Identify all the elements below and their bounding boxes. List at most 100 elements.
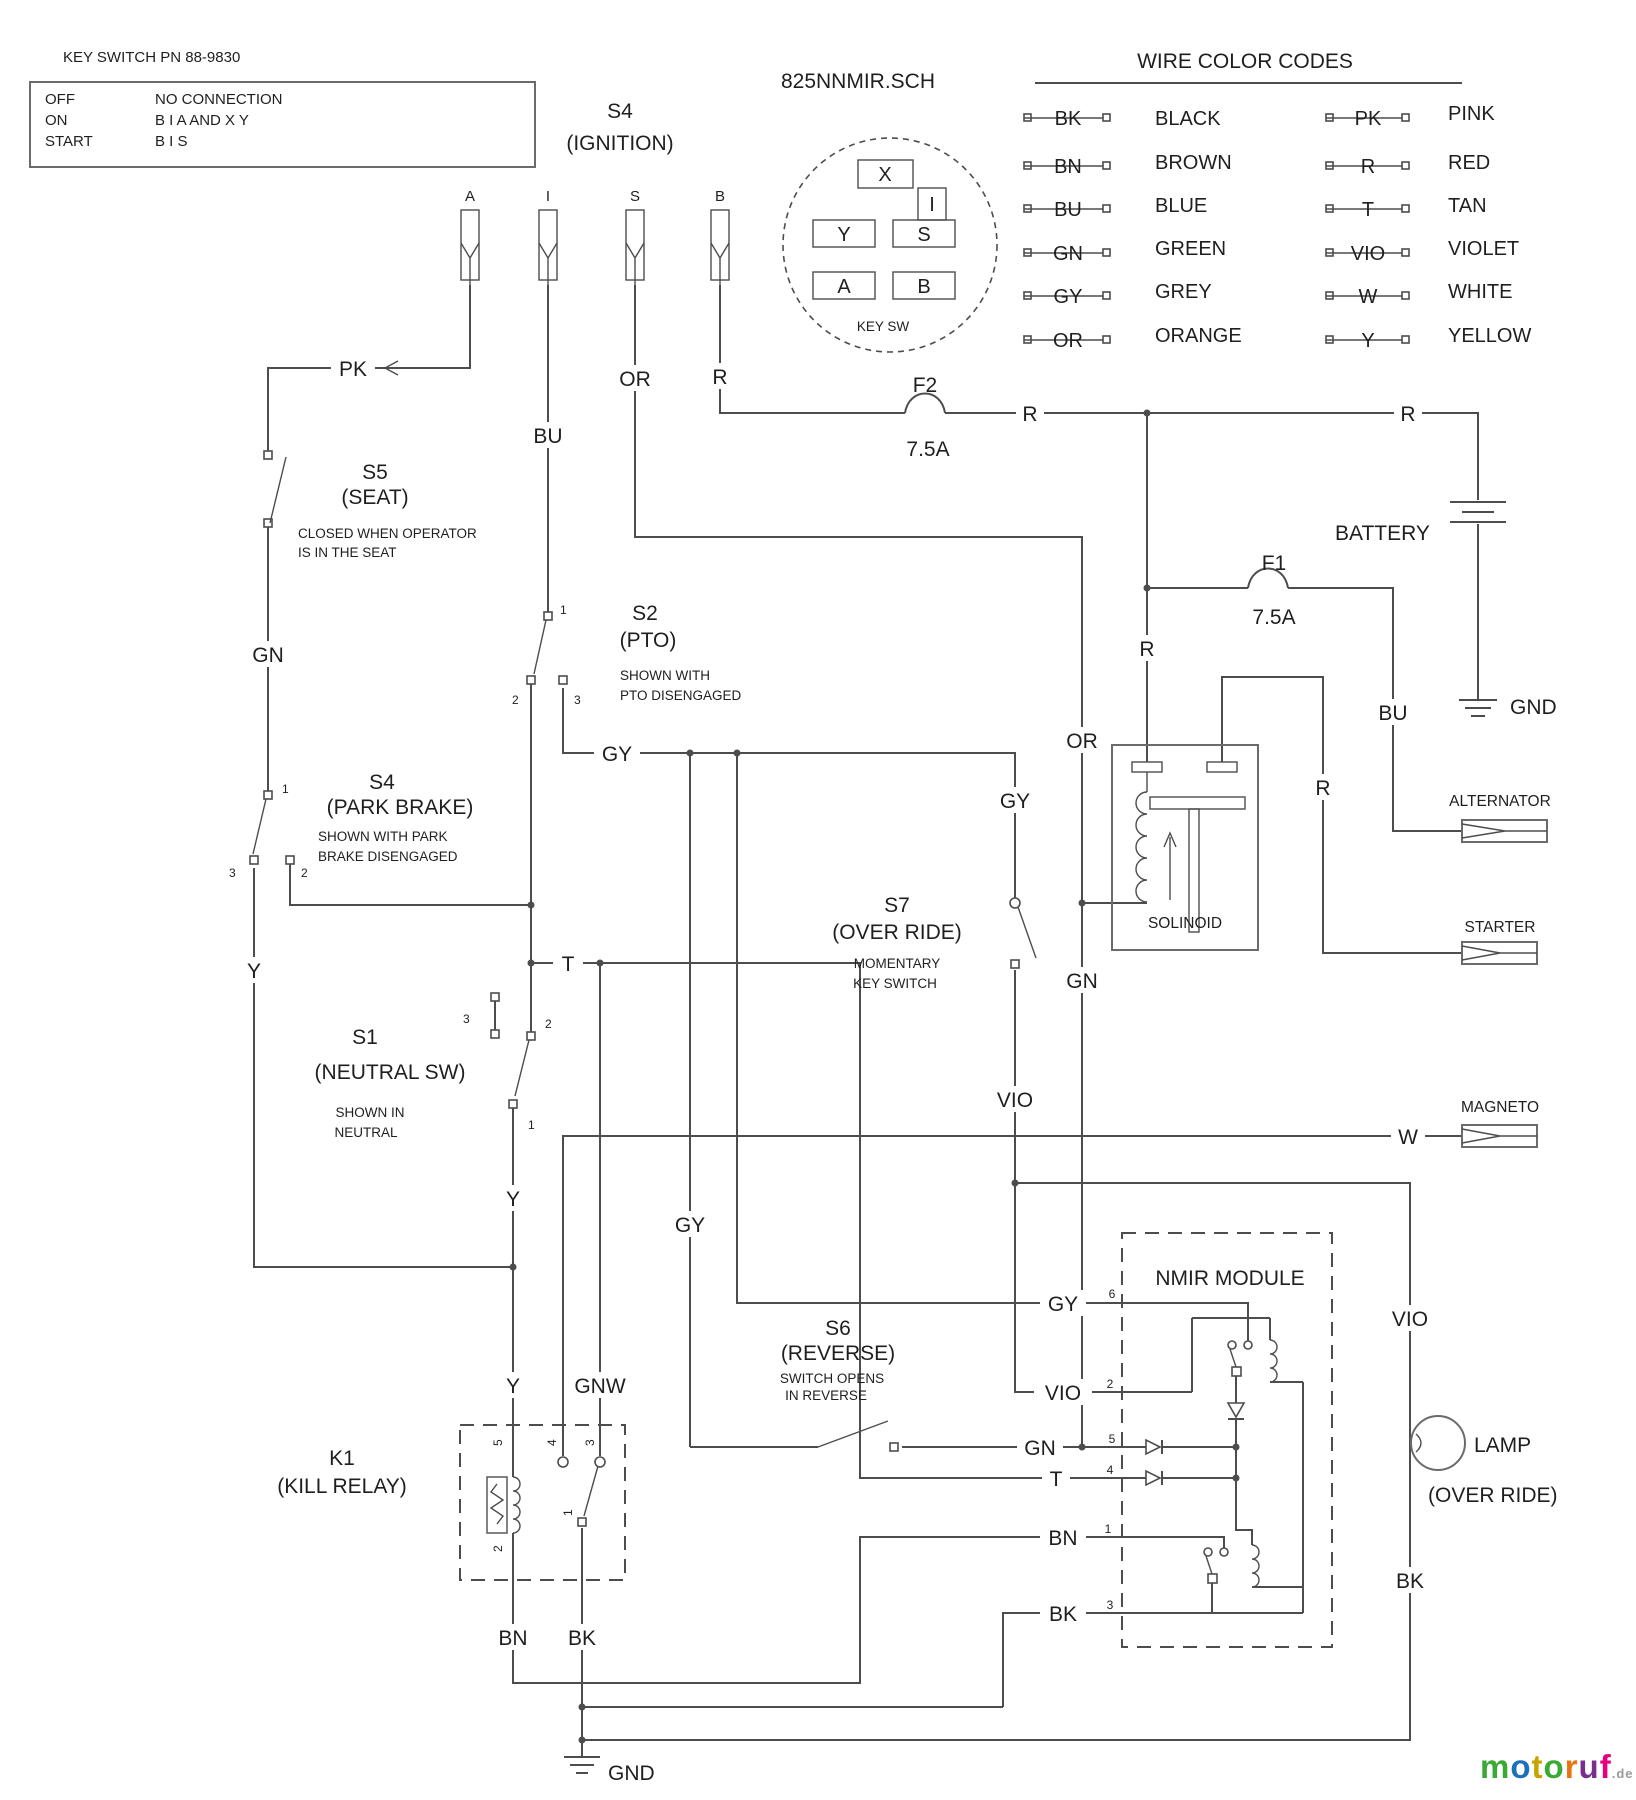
pin-connector-icon xyxy=(460,209,480,285)
wire-code: GY xyxy=(1054,286,1083,308)
solenoid-coil-icon xyxy=(1135,791,1148,903)
wire xyxy=(253,868,513,1268)
k1-id: K1 xyxy=(329,1447,355,1470)
key-sw-y: Y xyxy=(837,224,850,246)
s1-pin1: 1 xyxy=(528,1118,535,1132)
wire-label-r: R xyxy=(1315,777,1330,800)
key-sw-a: A xyxy=(837,276,851,298)
legend-terminals xyxy=(1023,113,1410,344)
relay-coil-icon xyxy=(512,1476,521,1534)
s5-note1: CLOSED WHEN OPERATOR xyxy=(298,526,477,541)
nmir-module xyxy=(1121,1232,1333,1648)
s2-note1: SHOWN WITH xyxy=(620,668,710,683)
wire-label-bu: BU xyxy=(1378,702,1407,725)
alternator-connector-icon xyxy=(1461,819,1548,843)
key-switch-table-box xyxy=(29,81,536,168)
s7-note2: KEY SWITCH xyxy=(853,976,937,991)
wire-label-vio: VIO xyxy=(1045,1382,1081,1405)
ground-icon xyxy=(564,1756,600,1774)
solenoid-label: SOLINOID xyxy=(1148,915,1222,932)
wire xyxy=(289,864,531,906)
wire xyxy=(736,753,1249,1341)
wire-label-bk: BK xyxy=(1396,1570,1424,1593)
starter-label: STARTER xyxy=(1465,919,1536,936)
wire-label-bn: BN xyxy=(498,1627,527,1650)
s4b-note2: BRAKE DISENGAGED xyxy=(318,849,458,864)
pin-connector-icon xyxy=(625,209,645,285)
legend-structure xyxy=(1023,82,1462,344)
table-conn: B I S xyxy=(155,133,188,150)
key-sw-i: I xyxy=(929,194,935,216)
key-sw-x: X xyxy=(878,164,891,186)
wire-label-gn: GN xyxy=(252,644,284,667)
table-mode: OFF xyxy=(45,91,75,108)
s4b-id: S4 xyxy=(369,771,395,794)
wire-code: PK xyxy=(1355,108,1382,130)
wire xyxy=(562,688,1016,898)
legend-title: WIRE COLOR CODES xyxy=(1137,50,1353,73)
s1-name: (NEUTRAL SW) xyxy=(315,1061,466,1084)
gnd-bottom-label: GND xyxy=(608,1762,655,1785)
wire-label-t: T xyxy=(562,953,575,976)
s5-seat-switch xyxy=(263,450,287,528)
s7-id: S7 xyxy=(884,894,910,917)
table-mode: ON xyxy=(45,112,68,129)
wire-name: RED xyxy=(1448,152,1490,174)
wire-label-t: T xyxy=(1050,1468,1063,1491)
s4b-pin1: 1 xyxy=(282,782,289,796)
wire-code: BN xyxy=(1054,156,1082,178)
wire-label-gn: GN xyxy=(1024,1437,1056,1460)
s7-note1: MOMENTARY xyxy=(854,956,941,971)
wire-label-vio: VIO xyxy=(997,1089,1033,1112)
s6-reverse-switch xyxy=(817,1420,899,1452)
s6-name: (REVERSE) xyxy=(781,1342,895,1365)
s7-override-switch xyxy=(1009,897,1037,969)
wire-label-gnw: GNW xyxy=(574,1375,626,1398)
key-sw-caption: KEY SW xyxy=(857,319,910,334)
wire xyxy=(562,1135,1462,1456)
wire-code: Y xyxy=(1361,330,1374,352)
wire-code: R xyxy=(1361,156,1375,178)
nmir-pin4: 4 xyxy=(1107,1463,1114,1477)
junction-dots xyxy=(509,409,1240,1744)
wire-name: VIOLET xyxy=(1448,238,1519,260)
wire-label-or: OR xyxy=(619,368,651,391)
pin-connector-icon xyxy=(538,209,558,285)
lamp-label: LAMP xyxy=(1474,1434,1531,1457)
wire-label-w: W xyxy=(1398,1126,1418,1149)
s1-note2: NEUTRAL xyxy=(334,1125,398,1140)
wire-label-bu: BU xyxy=(533,425,562,448)
wire xyxy=(1014,970,1192,1393)
logo-letter: o xyxy=(1544,1748,1565,1785)
logo-letter: f xyxy=(1600,1748,1612,1785)
wire-code: BU xyxy=(1054,199,1082,221)
wire-label-r: R xyxy=(1400,403,1415,426)
wire-label-r: R xyxy=(712,366,727,389)
logo-letter: t xyxy=(1532,1748,1544,1785)
wire-code: T xyxy=(1362,199,1374,221)
logo-tld: .de xyxy=(1612,1766,1634,1781)
wire-label-r: R xyxy=(1139,638,1154,661)
wire xyxy=(945,412,1479,500)
key-switch-diagram xyxy=(782,137,998,353)
wire-name: GREY xyxy=(1155,281,1212,303)
wire-name: WHITE xyxy=(1448,281,1512,303)
s4b-name: (PARK BRAKE) xyxy=(327,796,474,819)
k1-kill-relay xyxy=(459,1424,626,1581)
nmir-pin6: 6 xyxy=(1109,1287,1116,1301)
wire-code: W xyxy=(1359,286,1378,308)
wire-name: PINK xyxy=(1448,103,1495,125)
wire xyxy=(582,1182,1411,1741)
k1-pin2: 2 xyxy=(491,1545,505,1552)
logo-letter: o xyxy=(1510,1748,1531,1785)
wire-label-bk: BK xyxy=(568,1627,596,1650)
logo-letter: r xyxy=(1565,1748,1579,1785)
k1-pin5: 5 xyxy=(491,1439,505,1446)
s2-pin2: 2 xyxy=(512,693,519,707)
s4-ignition-name: (IGNITION) xyxy=(566,132,673,155)
ground-icon xyxy=(1459,697,1497,717)
s4b-note1: SHOWN WITH PARK xyxy=(318,829,448,844)
s5-name: (SEAT) xyxy=(341,486,408,509)
wire-code: OR xyxy=(1053,330,1083,352)
s4-park-brake-switch xyxy=(249,790,295,865)
